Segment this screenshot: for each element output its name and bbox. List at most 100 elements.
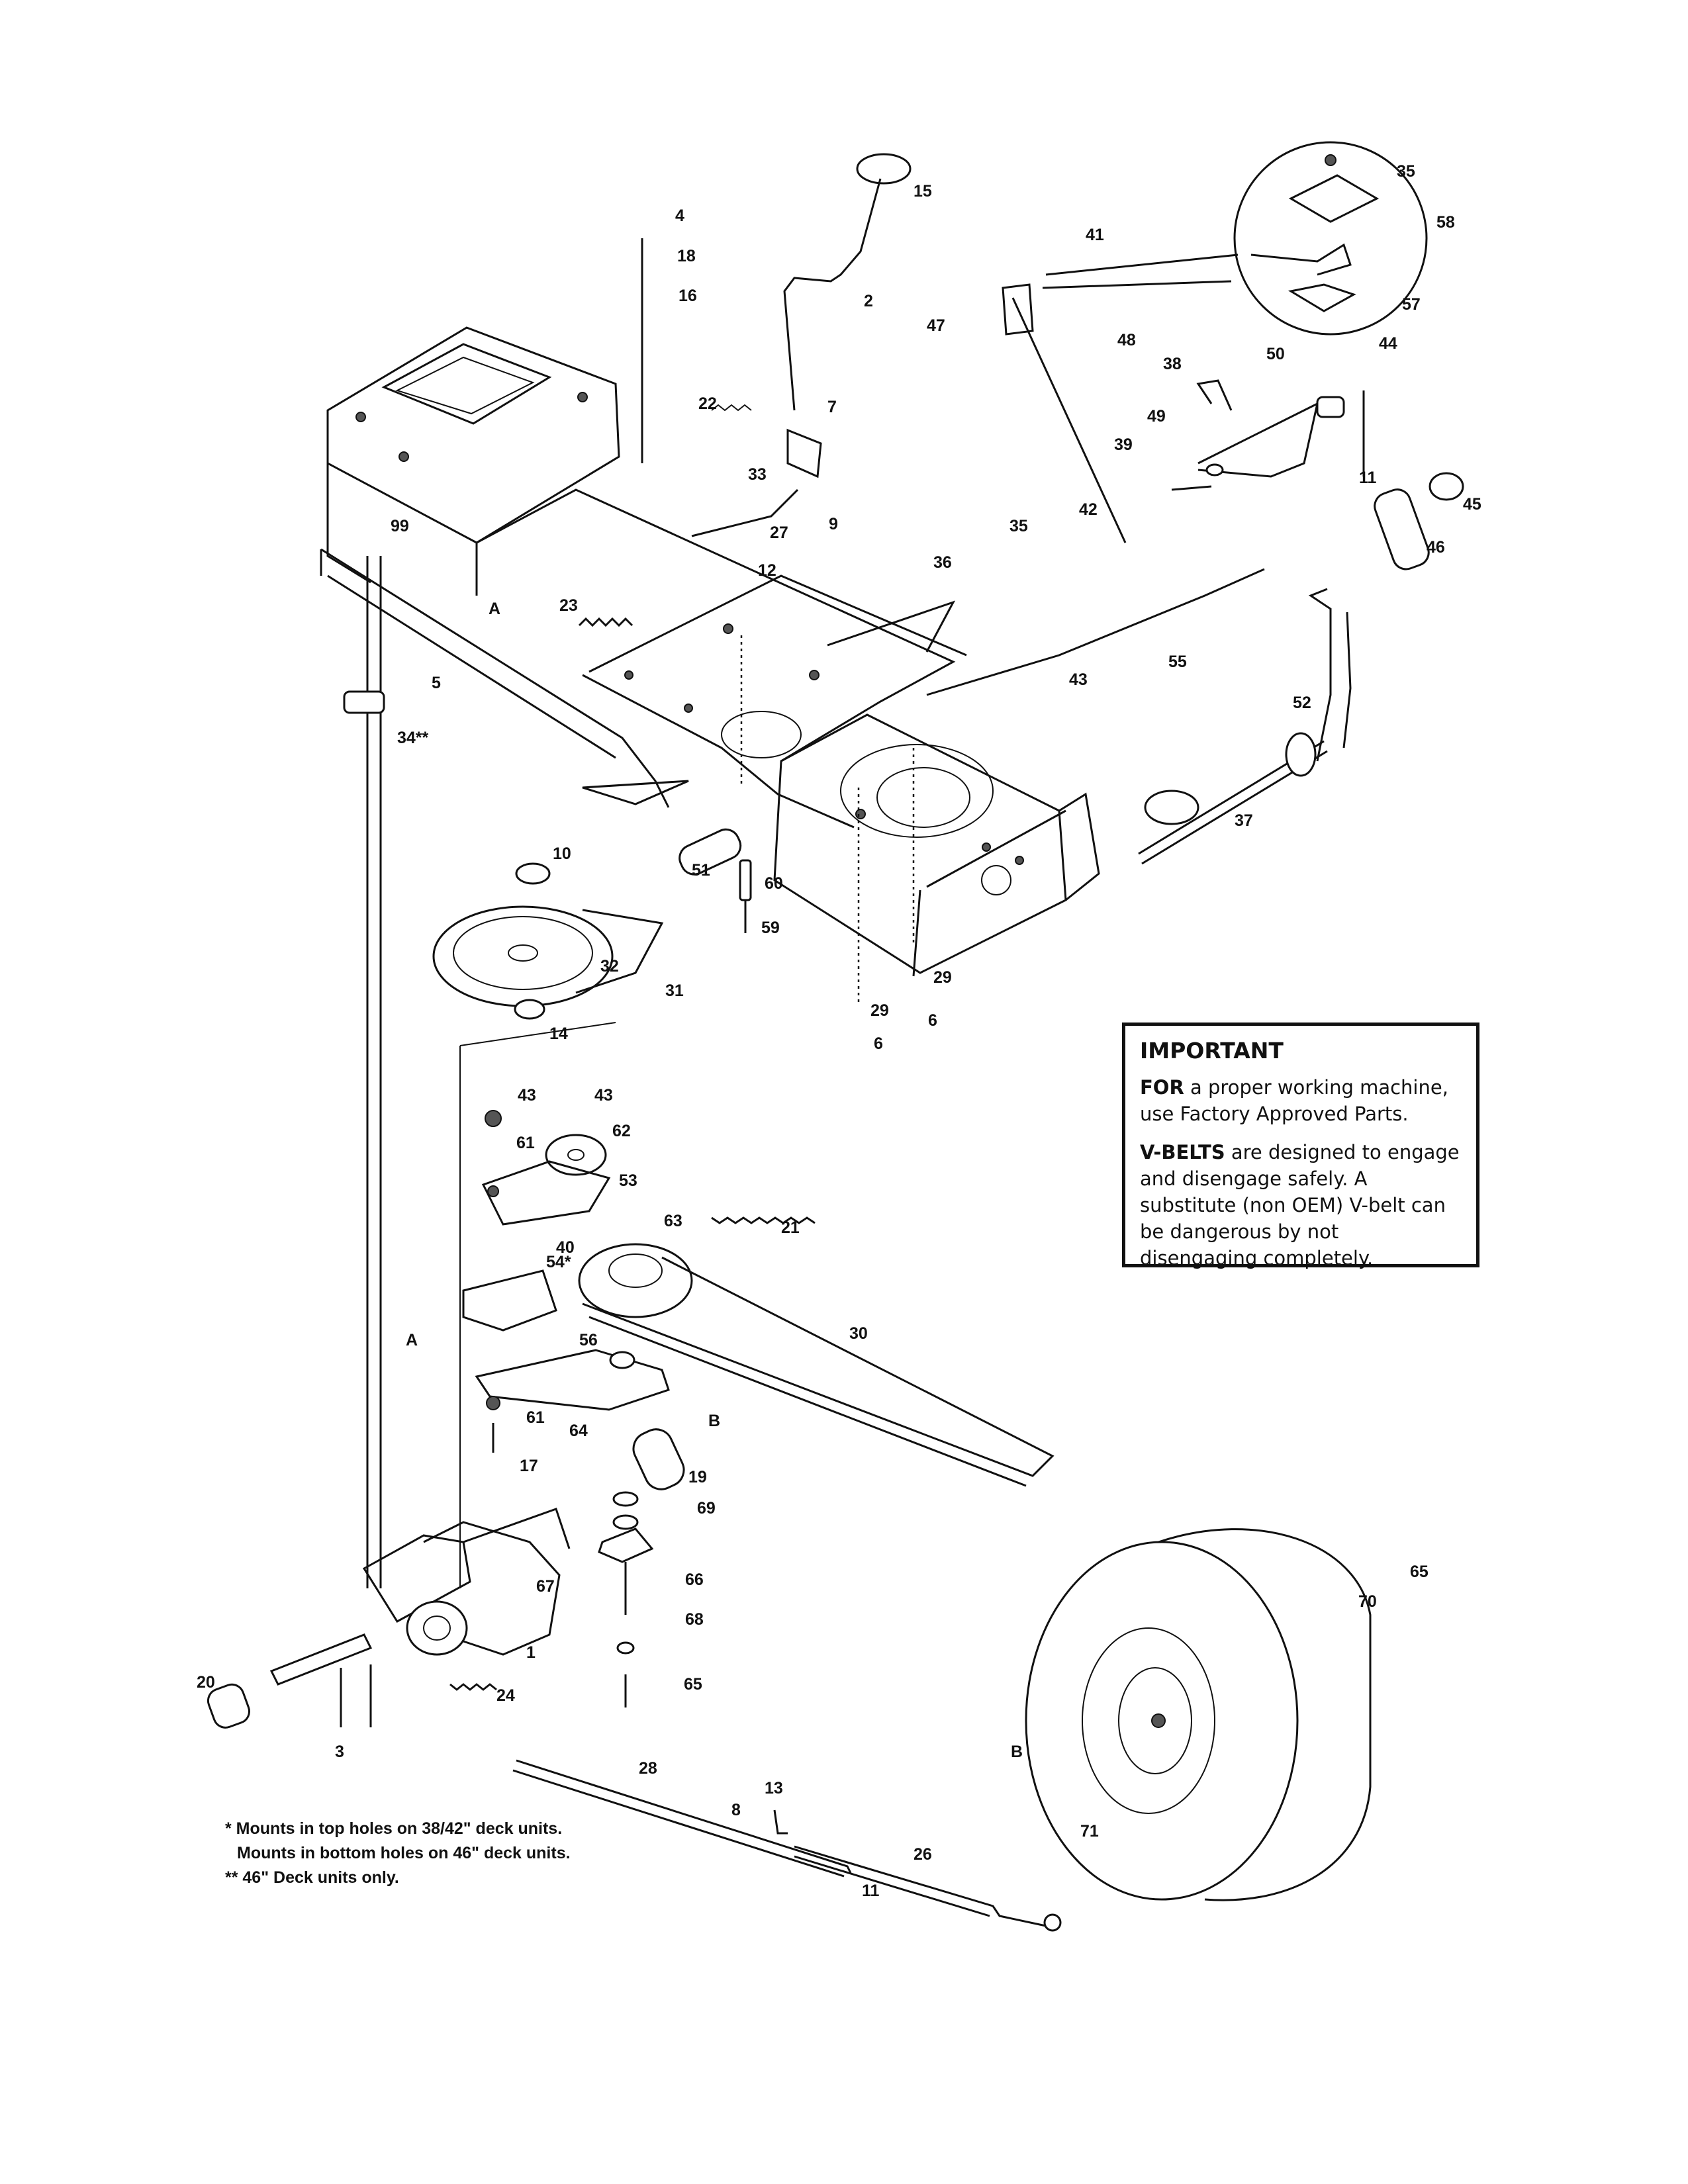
footnote-bottom-holes: Mounts in bottom holes on 46" deck units… [237,1844,571,1862]
part-label: 68 [685,1610,704,1629]
upper-rods [641,238,1265,696]
part-label: 37 [1235,811,1253,830]
part-label: 24 [496,1686,515,1705]
part-label: 34** [397,729,429,747]
part-label: 7 [827,398,837,416]
part-label: 61 [516,1134,535,1152]
part-label: 31 [665,981,684,1000]
important-for-text: a proper working machine, use Factory Ap… [1140,1076,1448,1125]
lower-rods [512,1759,1062,1932]
part-label: 46 [1427,538,1445,557]
part-label: 49 [1147,407,1166,426]
part-label: 66 [685,1570,704,1589]
part-label: 38 [1163,355,1182,373]
wheel-71 [1025,1528,1372,1901]
part-label: 29 [933,968,952,987]
part-label: B [708,1412,720,1430]
part-label: 53 [619,1171,637,1190]
part-label: 99 [391,517,409,535]
part-label: 2 [864,292,873,310]
part-label: 45 [1463,495,1481,514]
important-vbelt-lead: V-BELTS [1140,1141,1225,1163]
important-for-lead: FOR [1140,1076,1184,1099]
part-label: 4 [675,206,684,225]
footnote-46-deck: ** 46" Deck units only. [225,1868,399,1887]
part-label: 54* [546,1253,571,1271]
part-label: 56 [579,1331,598,1349]
part-label: 17 [520,1457,538,1475]
part-label: 71 [1080,1822,1099,1841]
part-label: 67 [536,1577,555,1596]
part-label: 44 [1379,334,1397,353]
part-label: 20 [197,1673,215,1692]
part-label: 35 [1397,162,1415,181]
important-title: IMPORTANT [1140,1038,1284,1064]
lift-rod [343,556,385,1588]
part-label: 10 [553,844,571,863]
part-label: 15 [914,182,932,201]
part-label: 43 [594,1086,613,1105]
part-label: 40 [556,1238,575,1257]
part-label: 69 [697,1499,716,1518]
part-label: 28 [639,1759,657,1778]
part-label: 30 [849,1324,868,1343]
part-label: 61 [526,1408,545,1427]
part-label: 57 [1402,295,1421,314]
part-label: 23 [559,596,578,615]
part-label: 58 [1436,213,1455,232]
part-label: 55 [1168,653,1187,671]
part-labels: 4 18 16 15 2 7 22 33 9 27 12 99 23 5 A 3… [197,162,1481,1900]
part-label: 62 [612,1122,631,1140]
mid-parts [432,828,752,1020]
part-label: 12 [758,561,776,580]
part-label: 70 [1358,1592,1377,1611]
footnotes: * Mounts in top holes on 38/42" deck uni… [225,1817,688,1890]
part-label: 16 [679,287,697,305]
part-label: 51 [692,861,710,880]
important-notice: IMPORTANT FOR a proper working machine, … [1122,1023,1479,1269]
important-vbelt-note: V-BELTS are designed to engage and disen… [1140,1139,1462,1271]
part-label: 18 [677,247,696,265]
part-label: A [489,600,500,618]
part-label: 9 [829,515,838,533]
footnote-top-holes: * Mounts in top holes on 38/42" deck uni… [225,1819,563,1838]
belt-30 [578,1243,1055,1487]
part-label: 41 [1086,226,1104,244]
part-label: 43 [1069,670,1088,689]
part-label: 11 [1359,469,1377,487]
springs [449,404,816,1691]
part-label: 60 [765,874,783,893]
part-label: 6 [928,1011,937,1030]
part-label: 14 [549,1024,568,1043]
part-label: 33 [748,465,767,484]
part-label: 64 [569,1422,588,1440]
part-label: 26 [914,1845,932,1864]
part-label: 3 [335,1743,344,1761]
part-label: 65 [684,1675,702,1694]
part-label: 36 [933,553,952,572]
part-label: 21 [781,1218,800,1237]
part-label: 65 [1410,1563,1429,1581]
alignment-lines [459,635,915,1588]
part-label: 5 [432,674,441,692]
part-label: 63 [664,1212,682,1230]
part-label: 29 [870,1001,889,1020]
part-label: 59 [761,919,780,937]
part-label: 13 [765,1779,783,1797]
part-label: B [1011,1743,1023,1761]
important-parts-note: FOR a proper working machine, use Factor… [1140,1074,1462,1127]
part-label: 8 [731,1801,741,1819]
part-label: 50 [1266,345,1285,363]
main-frame [320,326,1100,977]
part-label: 6 [874,1034,883,1053]
part-label: 35 [1009,517,1028,535]
part-label: 19 [688,1468,707,1486]
part-label: 11 [862,1882,880,1900]
part-label: 22 [698,394,717,413]
pedal-shaft [1138,472,1464,865]
linkage-assembly [1002,283,1365,491]
part-label: 43 [518,1086,536,1105]
important-vbelt-text: are designed to engage and disengage saf… [1140,1141,1460,1269]
part-label: 27 [770,523,788,542]
